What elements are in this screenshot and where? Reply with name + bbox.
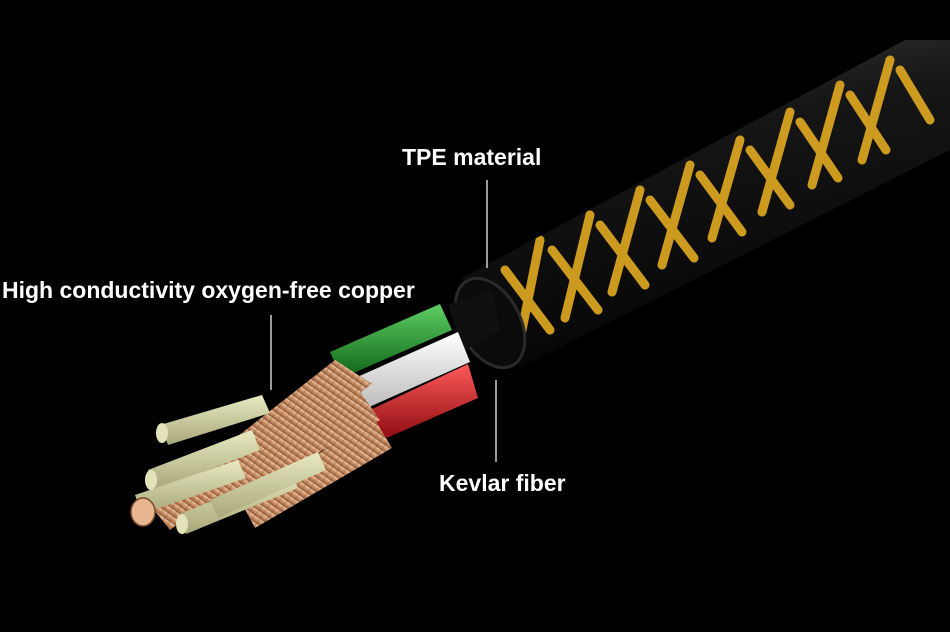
copper-label: High conductivity oxygen-free copper: [2, 277, 415, 303]
copper-conductors: [130, 360, 392, 534]
tpe-jacket: [453, 40, 950, 370]
fill-strand-end: [145, 470, 157, 490]
leader-lines: [270, 180, 497, 462]
green-wire: [330, 304, 452, 378]
kevlar-layer: [448, 290, 500, 352]
fill-strand-end: [156, 423, 168, 443]
red-wire: [370, 364, 478, 440]
copper-strand-end: [130, 497, 156, 527]
fill-strand: [160, 395, 270, 445]
fill-strand-end: [176, 514, 188, 534]
copper-bundle-2: [200, 385, 380, 505]
white-wire: [355, 332, 470, 408]
tpe-material-label: TPE material: [402, 144, 542, 170]
fill-strand: [210, 452, 326, 518]
fill-strand: [148, 430, 260, 490]
fill-strand: [135, 460, 246, 514]
kevlar-fiber-label: Kevlar fiber: [439, 470, 566, 496]
gold-x-pattern: [500, 55, 935, 345]
insulated-wires: [330, 304, 478, 440]
